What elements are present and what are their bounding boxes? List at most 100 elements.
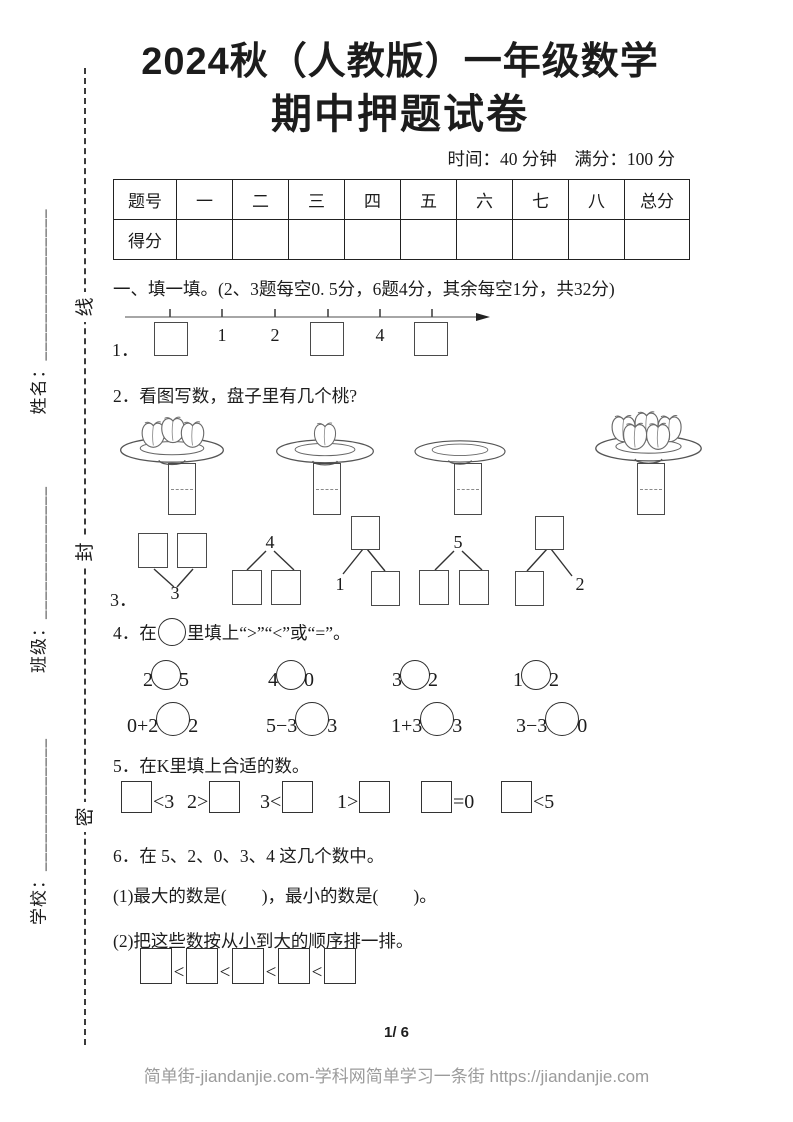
- comparison-circle: [156, 702, 191, 736]
- score-header-cell: 二: [232, 179, 289, 220]
- q2-text: 2．看图写数，盘子里有几个桃?: [113, 386, 358, 406]
- left-value: 3: [392, 669, 402, 691]
- answer-box: [419, 570, 449, 605]
- peach-icon: [161, 416, 185, 444]
- number-line-label: 2: [270, 325, 280, 345]
- name-field: 姓名：________________: [29, 208, 49, 415]
- answer-box-dashed: [454, 463, 482, 515]
- comparison-circle: [400, 660, 430, 690]
- comparison-item: 5−3 3: [266, 702, 337, 737]
- pre-text: 1>: [337, 791, 359, 813]
- answer-box: [421, 781, 452, 813]
- left-value: 2: [143, 669, 153, 691]
- score-row-label: 得分: [113, 219, 177, 260]
- answer-box: [232, 948, 264, 984]
- right-value: 5: [179, 669, 189, 691]
- paper-title-line2: 期中押题试卷: [271, 91, 529, 137]
- answer-box-dashed: [313, 463, 341, 515]
- pre-text: 2>: [187, 791, 209, 813]
- footer-site-text: 简单街-jiandanjie.com-学科网简单学习一条街 https://ji…: [143, 1067, 650, 1086]
- comparison-circle: [295, 702, 330, 736]
- left-value: 0+2: [127, 715, 159, 737]
- pre-text: 3<: [260, 791, 282, 813]
- answer-box: [535, 516, 564, 550]
- q4-text-post: 里填上“>”“<”或“=”。: [186, 623, 351, 643]
- peach-icon: [646, 422, 671, 450]
- answer-box: [177, 533, 207, 568]
- number-line-label: 1: [217, 325, 227, 345]
- less-than-sign: <: [311, 962, 323, 983]
- score-cell-empty: [176, 219, 233, 260]
- q6-sub2: (2)把这些数按从小到大的顺序排一排。: [113, 931, 414, 951]
- score-header-cell: 一: [176, 179, 233, 220]
- answer-box: [271, 570, 301, 605]
- right-value: 0: [577, 715, 588, 737]
- bond-value: 5: [453, 532, 463, 552]
- fill-item: 3<: [260, 781, 314, 813]
- answer-box-dashed: [637, 463, 665, 515]
- number-bond-diagram: 3: [136, 530, 226, 615]
- number-bond-diagram: 5: [413, 532, 498, 605]
- answer-box: [501, 781, 532, 813]
- seal-char-mi: 密: [73, 802, 99, 832]
- answer-box: [351, 516, 380, 550]
- score-cell-empty: [456, 219, 513, 260]
- comparison-circle-icon: [157, 618, 186, 646]
- score-header-cell: 总分: [624, 179, 690, 220]
- answer-box: [138, 533, 168, 568]
- score-cell-empty: [344, 219, 401, 260]
- fill-item: <5: [500, 781, 554, 813]
- bond-value: 2: [575, 574, 585, 594]
- number-bond-diagram: 4: [225, 532, 310, 605]
- peach-icon: [623, 422, 648, 450]
- fill-item: 1>: [337, 781, 391, 813]
- plate-with-5-peaches: [595, 411, 702, 464]
- number-bond-diagram: 1: [330, 516, 410, 606]
- score-header-cell: 四: [344, 179, 401, 220]
- answer-box: [459, 570, 489, 605]
- seal-char-feng: 封: [73, 537, 99, 567]
- q3-number: 3．: [110, 590, 137, 610]
- bond-value: 4: [265, 532, 275, 552]
- right-value: 3: [327, 715, 338, 737]
- paper-title-line1: 2024秋（人教版）一年级数学: [141, 41, 659, 83]
- time-score-info: 时间：40 分钟 满分：100 分: [447, 149, 676, 169]
- comparison-circle: [545, 702, 580, 736]
- answer-box: [186, 948, 218, 984]
- post-text: <3: [153, 791, 175, 813]
- plate-with-3-peaches: [120, 416, 224, 466]
- q1-number: 1．: [112, 340, 139, 360]
- answer-box: [414, 322, 448, 356]
- comparison-circle: [420, 702, 455, 736]
- answer-box: [324, 948, 356, 984]
- answer-box: [282, 781, 314, 813]
- bond-value: 3: [170, 583, 180, 603]
- score-cell-empty: [288, 219, 345, 260]
- fill-item: =0: [420, 781, 474, 813]
- class-field: 班级：______________: [29, 486, 49, 673]
- right-value: 2: [428, 669, 438, 691]
- answer-box: [371, 571, 400, 606]
- score-cell-empty: [568, 219, 625, 260]
- answer-box: [359, 781, 391, 813]
- score-header-cell: 三: [288, 179, 345, 220]
- comparison-circle: [151, 660, 181, 690]
- comparison-item: 3−3 0: [516, 702, 587, 737]
- left-value: 3−3: [516, 715, 548, 737]
- q6-text: 6．在 5、2、0、3、4 这几个数中。: [113, 846, 385, 866]
- left-value: 5−3: [266, 715, 298, 737]
- post-text: =0: [453, 791, 475, 813]
- ordering-row: < < < <: [140, 948, 356, 984]
- answer-box: [515, 571, 544, 606]
- answer-box: [310, 322, 344, 356]
- peach-icon: [141, 421, 166, 448]
- right-value: 3: [452, 715, 463, 737]
- right-value: 2: [549, 669, 559, 691]
- left-value: 4: [268, 669, 278, 691]
- answer-box: [209, 781, 241, 813]
